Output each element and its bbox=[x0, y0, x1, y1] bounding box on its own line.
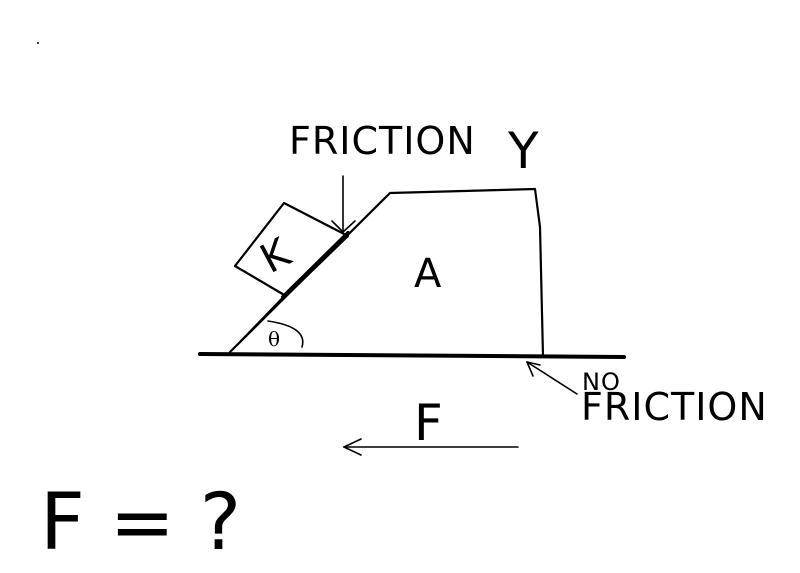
force-label: F bbox=[414, 394, 443, 452]
body-a-label: A bbox=[414, 251, 442, 297]
incline-extension bbox=[229, 296, 284, 353]
ground-line bbox=[198, 352, 626, 359]
no-friction-arrow-line bbox=[526, 361, 578, 395]
force-arrow-head-top bbox=[343, 438, 362, 448]
block-k-outline bbox=[233, 201, 350, 298]
friction-arrow-head-left bbox=[331, 220, 344, 233]
y-label: Y bbox=[507, 122, 539, 180]
no-friction-arrow-head-right bbox=[526, 361, 541, 366]
friction-top-label: FRICTION bbox=[289, 119, 476, 163]
friction-arrow-head-right bbox=[342, 220, 356, 233]
force-question-label: F = ? bbox=[40, 478, 241, 568]
block-k-contact-edge bbox=[281, 231, 350, 299]
no-label: NO bbox=[582, 368, 621, 396]
no-friction-arrow-head-left bbox=[526, 361, 534, 377]
force-arrow-head-bottom bbox=[343, 446, 362, 456]
angle-arc bbox=[267, 320, 304, 348]
stray-dot bbox=[37, 42, 39, 44]
friction-bottom-label: FRICTION bbox=[581, 385, 768, 429]
angle-label: θ bbox=[268, 327, 280, 351]
